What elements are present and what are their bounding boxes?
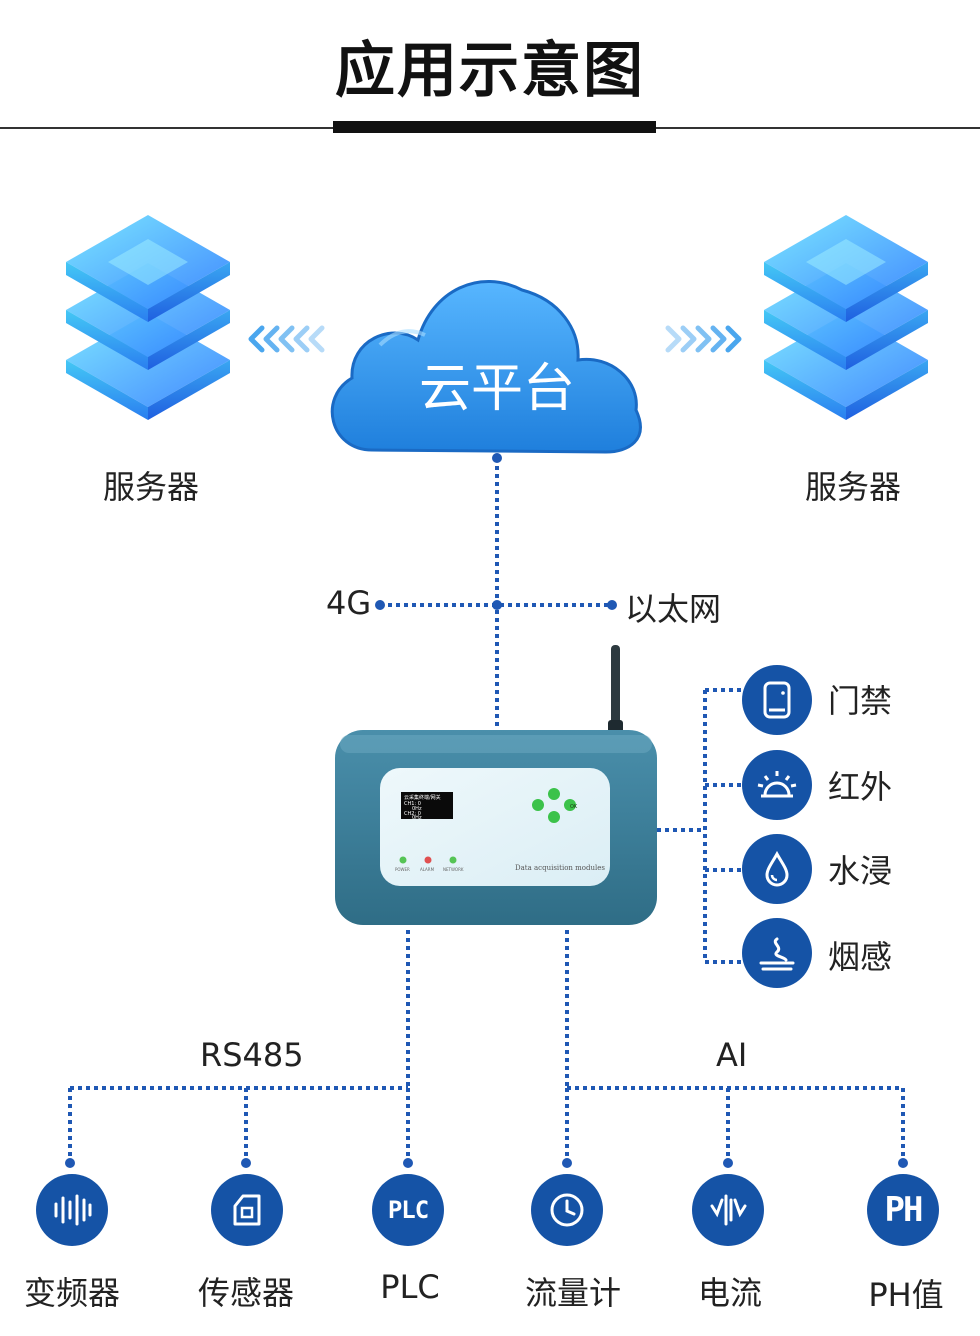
title-underline <box>333 121 656 133</box>
server-left-label: 服务器 <box>103 468 200 506</box>
water-drop-icon <box>765 850 789 887</box>
plc-icon-badge: PLC <box>372 1174 444 1246</box>
server-stack-left-icon <box>66 215 230 420</box>
svg-text:POWER: POWER <box>395 867 410 872</box>
svg-text:云采集终端/网关: 云采集终端/网关 <box>404 794 441 801</box>
frequency-converter-icon <box>54 1194 92 1226</box>
svg-text:0Hz: 0Hz <box>412 815 422 821</box>
svg-text:NETWORK: NETWORK <box>443 867 464 872</box>
plc-icon: PLC <box>387 1196 429 1224</box>
cloud-label: 云平台 <box>419 359 575 419</box>
door-icon-badge <box>742 665 812 735</box>
right-device-label-smoke: 烟感 <box>828 938 893 976</box>
gateway-device <box>335 730 657 925</box>
sensor-icon <box>233 1194 261 1226</box>
svg-text:0Hz: 0Hz <box>412 806 422 812</box>
water-drop-icon-badge <box>742 834 812 904</box>
device-display-text: 云采集终端/网关 CH1: 0 0Hz CH2: 0 0Hz <box>404 794 441 821</box>
ph-icon-badge: PH <box>867 1174 939 1246</box>
bottom-device-label-flowmeter: 流量计 <box>524 1274 621 1312</box>
svg-text:ALARM: ALARM <box>420 867 435 872</box>
infrared-icon <box>757 771 797 798</box>
network-ethernet-label: 以太网 <box>625 590 722 628</box>
right-device-label-door: 门禁 <box>828 682 893 720</box>
antenna-icon <box>608 645 623 734</box>
door-icon <box>763 681 791 719</box>
bottom-device-label-sensor: 传感器 <box>197 1274 294 1312</box>
sensor-icon-badge <box>211 1174 283 1246</box>
svg-text:CH1: 0: CH1: 0 <box>404 801 421 807</box>
frequency-converter-icon-badge <box>36 1174 108 1246</box>
smoke-icon <box>759 937 795 971</box>
device-module-text: Data acquisition modules <box>515 864 605 872</box>
arrows-left-icon <box>248 325 325 353</box>
cloud-icon <box>330 280 642 454</box>
ok-button-label: OK <box>570 804 578 810</box>
led-labels: POWER ALARM NETWORK <box>395 867 464 872</box>
right-device-label-infrared: 红外 <box>828 768 893 806</box>
server-right-label: 服务器 <box>805 468 902 506</box>
bottom-device-label-converter: 变频器 <box>23 1274 120 1312</box>
flowmeter-icon-badge <box>531 1174 603 1246</box>
infrared-icon-badge <box>742 750 812 820</box>
server-stack-right-icon <box>764 215 928 420</box>
svg-text:CH2: 0: CH2: 0 <box>404 811 421 817</box>
flowmeter-icon <box>550 1193 584 1227</box>
arrows-right-icon <box>665 325 742 353</box>
bottom-device-label-current: 电流 <box>697 1274 762 1312</box>
bottom-device-label-plc: PLC <box>380 1268 440 1306</box>
connection-lines <box>68 458 905 1162</box>
current-icon <box>710 1194 747 1226</box>
bottom-device-label-ph: PH值 <box>868 1276 944 1314</box>
page-title: 应用示意图 <box>335 36 645 106</box>
bus-rs485-label: RS485 <box>200 1036 304 1074</box>
bus-ai-label: AI <box>716 1036 748 1074</box>
current-icon-badge <box>692 1174 764 1246</box>
smoke-icon-badge <box>742 918 812 988</box>
ph-icon: PH <box>884 1190 924 1230</box>
network-4g-label: 4G <box>326 584 372 622</box>
right-device-label-water: 水浸 <box>828 852 893 890</box>
